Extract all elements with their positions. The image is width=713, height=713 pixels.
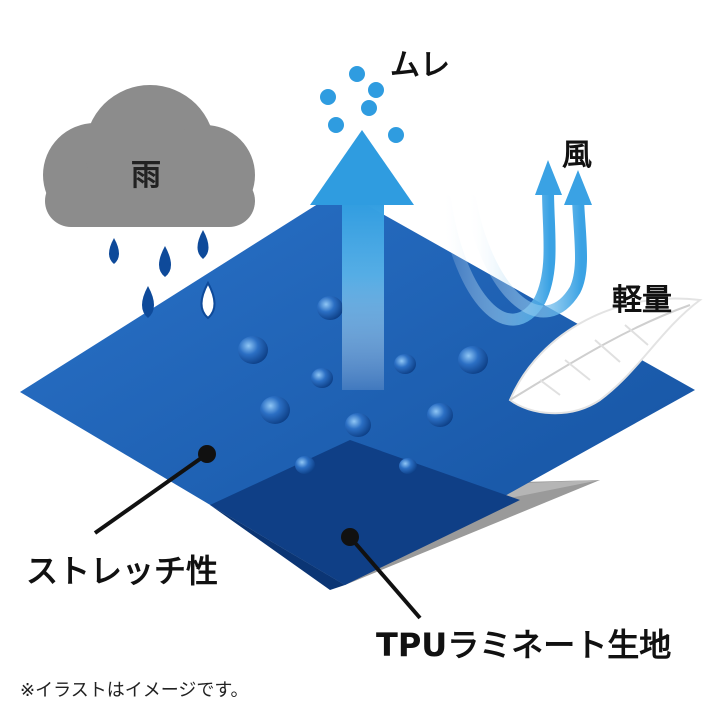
rain-label: 雨 — [131, 158, 161, 193]
callout-stretch — [93, 445, 216, 535]
moisture-dots — [320, 66, 404, 143]
fabric-fold — [210, 440, 520, 585]
wind-arrow-icon — [439, 160, 592, 326]
feather-icon — [508, 297, 703, 415]
raindrop-icon — [109, 230, 216, 320]
up-arrow-icon — [310, 130, 414, 390]
lightweight-label: 軽量 — [612, 283, 672, 318]
water-bead-icon — [238, 296, 488, 474]
stretch-label: ストレッチ性 — [26, 552, 219, 590]
fabric-fold-edge — [210, 505, 345, 590]
image-note: ※イラストはイメージです。 — [20, 680, 249, 701]
cloud-icon — [43, 85, 255, 227]
wind-label: 風 — [562, 138, 592, 173]
moisture-label: ムレ — [390, 48, 450, 83]
tpu-fabric-label: TPUラミネート生地 — [376, 626, 672, 664]
callout-tpu — [341, 528, 422, 620]
